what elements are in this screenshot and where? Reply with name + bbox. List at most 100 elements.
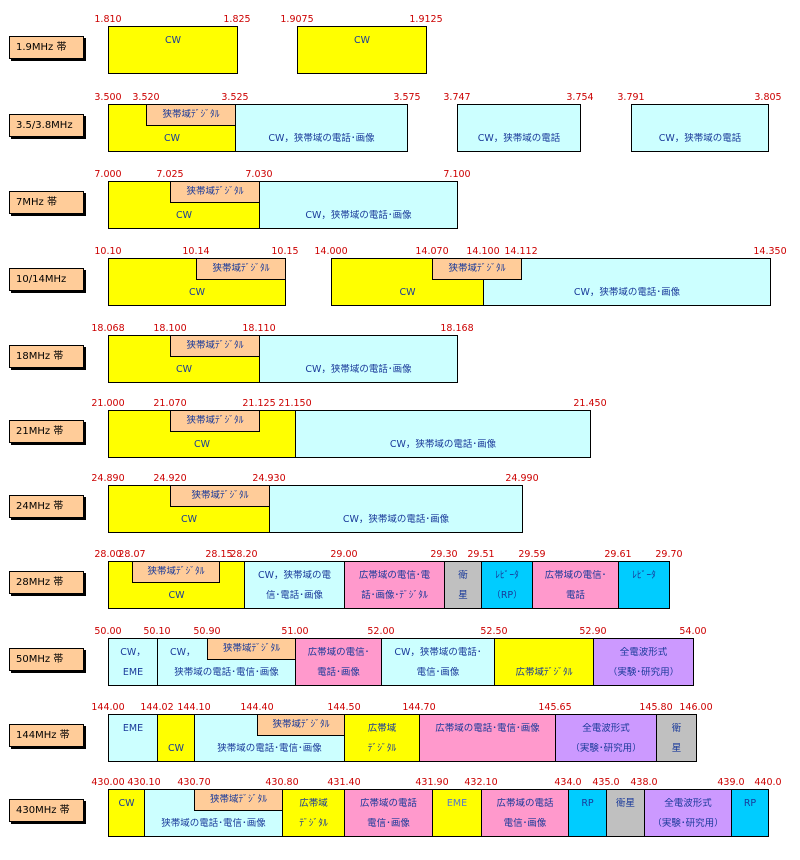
segment-label: ﾃﾞｼﾞﾀﾙ: [299, 818, 328, 829]
segment-label: 狭帯域ﾃﾞｼﾞﾀﾙ: [186, 340, 244, 351]
frequency-label: 431.90: [415, 777, 449, 788]
segment: 広帯域の電話電信･画像: [481, 789, 569, 837]
segment-label: 狭帯域ﾃﾞｼﾞﾀﾙ: [186, 186, 244, 197]
frequency-label: 3.747: [443, 92, 471, 103]
frequency-label: 21.070: [153, 398, 187, 409]
segment-label: CW，狭帯域の電話: [658, 133, 742, 144]
segment: CW，狭帯域の電話･画像: [295, 410, 591, 458]
segment: 衛星: [444, 561, 482, 609]
frequency-label: 145.65: [538, 702, 572, 713]
frequency-label: 51.00: [281, 626, 309, 637]
segment-label: 広帯域: [367, 723, 397, 734]
frequency-label: 50.90: [193, 626, 221, 637]
frequency-label: 50.10: [143, 626, 171, 637]
frequency-label: 50.00: [94, 626, 122, 637]
segment-label: CW，狭帯域の電話･画像: [389, 439, 497, 450]
segment-narrow-digital: 狭帯域ﾃﾞｼﾞﾀﾙ: [207, 638, 296, 660]
segment-label: CW，狭帯域の電話･: [394, 647, 482, 658]
band-label: 50MHz 帯: [9, 648, 84, 671]
frequency-label: 430.00: [91, 777, 125, 788]
segment-label: 星: [458, 590, 468, 601]
segment-label: CW，狭帯域の電話･画像: [305, 364, 412, 375]
segment-label: 狭帯域ﾃﾞｼﾞﾀﾙ: [162, 109, 220, 120]
segment-label: 広帯域の電話: [496, 798, 554, 809]
band-label: 18MHz 帯: [9, 345, 84, 368]
frequency-label: 3.525: [221, 92, 249, 103]
segment-label: CW，: [170, 647, 196, 658]
frequency-label: 29.30: [430, 549, 458, 560]
band-label: 28MHz 帯: [9, 571, 84, 594]
segment-label: 衛: [458, 570, 468, 581]
segment-label: 狭帯域の電話･電信･画像: [217, 743, 322, 754]
frequency-label: 144.50: [327, 702, 361, 713]
frequency-label: 144.70: [402, 702, 436, 713]
segment: CW，狭帯域の電話･画像: [269, 485, 523, 533]
segment: 全電波形式（実験･研究用）: [644, 789, 732, 837]
segment-label: （実験･研究用）: [570, 743, 642, 754]
segment-label: CW: [167, 743, 185, 754]
frequency-label: 3.805: [754, 92, 782, 103]
segment: 広帯域の電話･電信･画像: [419, 714, 556, 762]
segment: EME: [108, 714, 158, 762]
frequency-label: 145.80: [639, 702, 673, 713]
frequency-label: 3.754: [566, 92, 594, 103]
segment-label: 信･電話･画像: [265, 590, 323, 601]
segment: 広帯域ﾃﾞｼﾞﾀﾙ: [494, 638, 594, 686]
frequency-label: 52.50: [480, 626, 508, 637]
frequency-label: 440.0: [754, 777, 782, 788]
frequency-label: 18.100: [153, 323, 187, 334]
segment: CW，狭帯域の電話: [457, 104, 581, 152]
frequency-label: 430.70: [177, 777, 211, 788]
segment: 広帯域の電信･電話･画像: [295, 638, 382, 686]
segment-label: 狭帯域ﾃﾞｼﾞﾀﾙ: [191, 490, 249, 501]
frequency-label: 430.10: [127, 777, 161, 788]
segment-label: 狭帯域の電話･電信･画像: [174, 667, 279, 678]
frequency-label: 438.0: [630, 777, 658, 788]
frequency-label: 10.15: [271, 246, 299, 257]
segment-label: 全電波形式: [664, 798, 712, 809]
segment-label: CW: [168, 590, 185, 601]
frequency-label: 28.20: [230, 549, 258, 560]
segment-label: CW，狭帯域の電話･画像: [573, 287, 681, 298]
segment-label: CW: [399, 287, 416, 298]
segment: RP: [568, 789, 607, 837]
segment-label: ﾚﾋﾟｰﾀ: [495, 570, 519, 581]
frequency-label: 24.990: [505, 473, 539, 484]
frequency-label: 21.125: [242, 398, 276, 409]
segment-label: 電信･画像: [503, 818, 547, 829]
band-label: 24MHz 帯: [9, 495, 84, 518]
frequency-label: 29.00: [330, 549, 358, 560]
frequency-label: 10.14: [182, 246, 210, 257]
frequency-label: 10.10: [94, 246, 122, 257]
band-label: 3.5/3.8MHz: [9, 114, 84, 137]
segment: 広帯域の電信･電話･画像･ﾃﾞｼﾞﾀﾙ: [344, 561, 445, 609]
segment-label: 狭帯域ﾃﾞｼﾞﾀﾙ: [212, 263, 270, 274]
segment-narrow-digital: 狭帯域ﾃﾞｼﾞﾀﾙ: [132, 561, 220, 583]
frequency-label: 1.9075: [280, 14, 314, 25]
band-label: 1.9MHz 帯: [9, 36, 84, 59]
frequency-label: 28.00: [94, 549, 122, 560]
segment-label: CW: [164, 35, 182, 46]
frequency-label: 3.520: [132, 92, 160, 103]
segment-label: CW，狭帯域の電: [257, 570, 332, 581]
frequency-label: 7.100: [443, 169, 471, 180]
frequency-label: 28.15: [205, 549, 233, 560]
segment: CW，狭帯域の電信･電話･画像: [244, 561, 345, 609]
segment-label: 広帯域の電信･: [307, 647, 370, 658]
segment: 広帯域の電信･電話: [532, 561, 619, 609]
segment: CW，狭帯域の電話･画像: [483, 258, 771, 306]
segment: CW，狭帯域の電話･画像: [235, 104, 408, 152]
segment-label: 狭帯域ﾃﾞｼﾞﾀﾙ: [272, 719, 330, 730]
segment-narrow-digital: 狭帯域ﾃﾞｼﾞﾀﾙ: [146, 104, 236, 126]
segment: EME: [432, 789, 482, 837]
band-label: 10/14MHz: [9, 268, 84, 291]
segment: 全電波形式（実験･研究用）: [555, 714, 657, 762]
frequency-label: 52.00: [367, 626, 395, 637]
segment-narrow-digital: 狭帯域ﾃﾞｼﾞﾀﾙ: [257, 714, 345, 736]
frequency-label: 29.59: [518, 549, 546, 560]
segment-label: 狭帯域ﾃﾞｼﾞﾀﾙ: [186, 415, 244, 426]
frequency-label: 1.9125: [409, 14, 443, 25]
segment-narrow-digital: 狭帯域ﾃﾞｼﾞﾀﾙ: [196, 258, 286, 280]
segment: CW，狭帯域の電話･画像: [259, 181, 458, 229]
segment: 広帯域ﾃﾞｼﾞﾀﾙ: [344, 714, 420, 762]
